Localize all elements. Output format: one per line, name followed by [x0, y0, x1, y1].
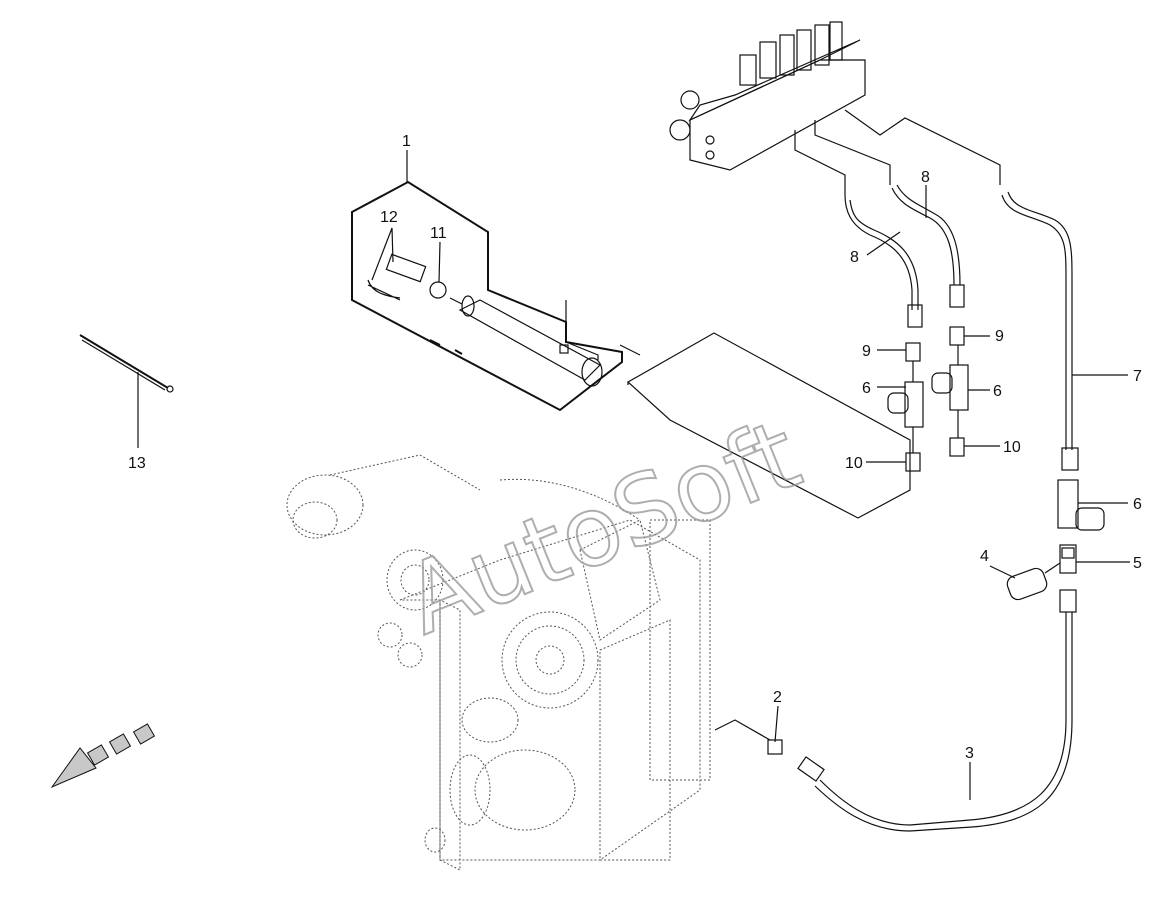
pipe-7	[1001, 191, 1079, 471]
callout-5: 5	[1133, 555, 1142, 572]
callout-10-right: 10	[1003, 439, 1021, 456]
callout-13: 13	[128, 455, 146, 472]
leader-lines	[137, 150, 1130, 800]
pipe-8-left	[844, 194, 923, 328]
callout-7: 7	[1133, 368, 1142, 385]
direction-arrow	[50, 723, 156, 789]
callout-9-left: 9	[862, 343, 871, 360]
callout-4: 4	[980, 548, 989, 565]
callout-10-left: 10	[845, 455, 863, 472]
fitting-column-left	[887, 342, 924, 472]
callout-labels: 1 12 11 13 8 8 9 9 6 6 10 10 7 6 5 4 2 3	[128, 133, 1142, 762]
callout-2: 2	[773, 689, 782, 706]
clevis-parts	[367, 253, 447, 301]
callout-11: 11	[430, 225, 447, 242]
mounting-plate-outline	[565, 300, 911, 519]
cylinder	[449, 295, 603, 387]
callout-8-right: 8	[921, 169, 930, 186]
tee-cluster-right	[1006, 479, 1105, 613]
callout-8-left: 8	[850, 249, 859, 266]
cable-tie	[79, 334, 174, 393]
callout-1: 1	[402, 133, 411, 150]
watermark: AutoSoft	[390, 398, 814, 656]
fitting-column-right	[931, 326, 969, 457]
callout-6-right: 6	[1133, 496, 1142, 513]
pipe-8-right	[891, 184, 965, 308]
callout-12: 12	[380, 209, 398, 226]
pipe-3	[797, 612, 1073, 832]
callout-3: 3	[965, 745, 974, 762]
valve-outlet-brackets	[794, 109, 1001, 195]
fitting-2	[714, 719, 783, 755]
valve-block	[669, 21, 866, 171]
machine-frame-phantom	[286, 454, 711, 871]
callout-6-left: 6	[862, 380, 871, 397]
callout-9-right: 9	[995, 328, 1004, 345]
callout-6-mid: 6	[993, 383, 1002, 400]
